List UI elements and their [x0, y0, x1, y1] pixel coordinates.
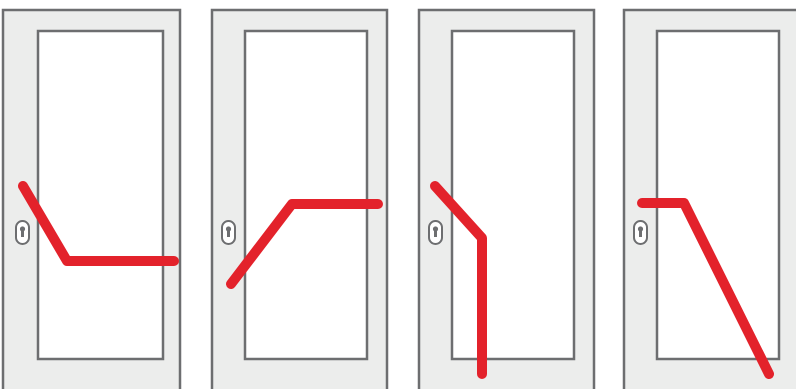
- keyhole-icon: [16, 221, 29, 244]
- keyhole-icon: [429, 221, 442, 244]
- door-panel-4: [624, 10, 796, 389]
- door-glass: [657, 31, 779, 359]
- door-panel-3: [419, 10, 594, 389]
- door-glass: [452, 31, 574, 359]
- door-glass: [38, 31, 163, 359]
- door-glass: [245, 31, 367, 359]
- door-panel-1: [3, 10, 180, 389]
- door-panel-2: [212, 10, 387, 389]
- keyhole-icon: [634, 221, 647, 244]
- keyhole-icon: [222, 221, 235, 244]
